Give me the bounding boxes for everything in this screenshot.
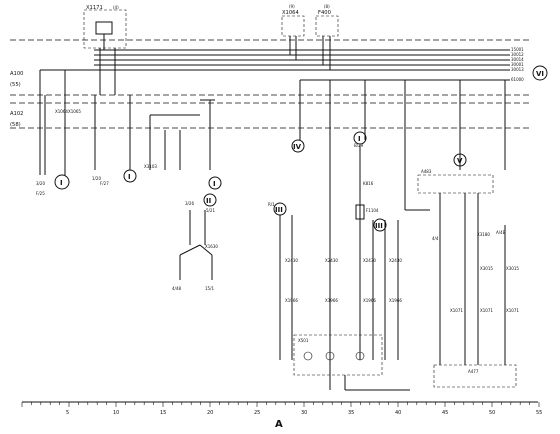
fuse-f1104 bbox=[355, 204, 365, 220]
label-x1630: X1630 bbox=[205, 244, 218, 249]
ref-11: 4/4 bbox=[432, 236, 439, 241]
ref-circle-vi bbox=[532, 65, 548, 81]
label-x501: X501 bbox=[298, 338, 309, 343]
label-r55: (55) bbox=[10, 82, 21, 88]
label-x1065: X1065 bbox=[68, 109, 81, 114]
scale-tick-label: 20 bbox=[207, 410, 213, 416]
connector-x1064 bbox=[281, 15, 305, 37]
ref-i-3: I bbox=[213, 180, 216, 188]
label-x1171-num: (4) bbox=[113, 5, 119, 10]
scale-letter: A bbox=[275, 419, 283, 430]
ref-circle-v bbox=[453, 153, 467, 167]
scale-tick-label: 40 bbox=[395, 410, 401, 416]
ref-i-1: I bbox=[60, 179, 63, 187]
ref-12: A/4B bbox=[496, 230, 506, 235]
connector-x1171 bbox=[83, 9, 127, 49]
label-k816: K816 bbox=[363, 181, 374, 186]
label-f400-num: (8) bbox=[324, 4, 330, 9]
label-x1966-c: X1966 bbox=[363, 298, 376, 303]
connector-f400 bbox=[315, 15, 339, 37]
bus-label-2: 30012 bbox=[511, 52, 524, 57]
label-a483: A483 bbox=[421, 169, 432, 174]
scale-tick-label: 10 bbox=[113, 410, 119, 416]
center-wires bbox=[279, 80, 430, 360]
label-x2430-c: X2430 bbox=[363, 258, 376, 263]
ref-circle-iv bbox=[291, 139, 305, 153]
label-x3015-a: X3015 bbox=[480, 266, 493, 271]
label-x1966-d: X1966 bbox=[389, 298, 402, 303]
relay-block-x501 bbox=[293, 334, 383, 376]
label-f400: F400 bbox=[318, 10, 331, 16]
ref-9: 3/20 bbox=[36, 181, 45, 186]
label-r58: (58) bbox=[10, 122, 21, 128]
scale-tick-label: 35 bbox=[348, 410, 354, 416]
bus-label-5: 30013 bbox=[511, 67, 524, 72]
ref-circle-i-1 bbox=[54, 174, 70, 190]
relay-coil bbox=[95, 21, 113, 35]
bus-label-6: 61000 bbox=[511, 77, 524, 82]
label-x1171: X1171 bbox=[86, 5, 103, 11]
bus-label-3: 30014 bbox=[511, 57, 524, 62]
left-branch-wires bbox=[39, 70, 215, 175]
label-x1966-b: X1966 bbox=[325, 298, 338, 303]
ref-i-2: I bbox=[128, 173, 131, 181]
x1630-branch bbox=[179, 210, 213, 280]
ref-circle-i-2 bbox=[123, 169, 137, 183]
component-a483 bbox=[417, 174, 494, 194]
scale-tick-label: 45 bbox=[442, 410, 448, 416]
label-a102: A102 bbox=[10, 111, 23, 117]
ref-circle-i-3 bbox=[208, 176, 222, 190]
right-branch-wires bbox=[439, 193, 506, 365]
ref-5: 4/48 bbox=[172, 286, 181, 291]
ref-i-4: I bbox=[358, 135, 361, 143]
ref-v: V bbox=[457, 157, 463, 165]
label-x2430-b: X2430 bbox=[325, 258, 338, 263]
component-a477 bbox=[433, 364, 517, 388]
ref-3: F/27 bbox=[100, 181, 109, 186]
scale-tick-label: 5 bbox=[66, 410, 69, 416]
label-x1064b: X1064 bbox=[55, 109, 68, 114]
label-x3103: X3103 bbox=[144, 164, 157, 169]
ref-ii: II bbox=[206, 197, 211, 205]
scale-tick-label: 15 bbox=[160, 410, 166, 416]
ref-6: 15/1 bbox=[205, 286, 214, 291]
label-x2430-a: X2430 bbox=[285, 258, 298, 263]
ref-circle-ii bbox=[203, 193, 217, 207]
bus-label-4: 30001 bbox=[511, 62, 524, 67]
label-a477: A477 bbox=[468, 369, 479, 374]
label-x1071-a: X1071 bbox=[450, 308, 463, 313]
ref-vi: VI bbox=[536, 70, 544, 78]
ref-iii-2: III bbox=[375, 222, 383, 230]
label-f1104: F1104 bbox=[366, 208, 379, 213]
power-bus: 15001 30012 30014 30001 30013 61000 bbox=[40, 47, 524, 82]
label-x1966-a: X1966 bbox=[285, 298, 298, 303]
label-a100: A100 bbox=[10, 71, 23, 77]
label-x2430-d: X2430 bbox=[389, 258, 402, 263]
scale-tick-label: 30 bbox=[301, 410, 307, 416]
ref-4: B/29 bbox=[354, 143, 364, 148]
ref-iii-1: III bbox=[275, 206, 283, 214]
scale-tick-label: 25 bbox=[254, 410, 260, 416]
ref-circle-iii-1 bbox=[273, 202, 287, 216]
label-x1071-c: X1071 bbox=[506, 308, 519, 313]
ref-1: R/1 bbox=[268, 202, 275, 207]
ref-10: 1/20 bbox=[92, 176, 101, 181]
ref-7: 3/26 bbox=[185, 201, 194, 206]
scale-bar: 5 10 15 20 25 30 35 40 45 50 55 bbox=[21, 401, 542, 416]
label-x1064: X1064 bbox=[282, 10, 299, 16]
label-x1071-b: X1071 bbox=[480, 308, 493, 313]
bus-label-1: 15001 bbox=[511, 47, 524, 52]
label-x3180: X3180 bbox=[477, 232, 490, 237]
label-x3015-b: X3015 bbox=[506, 266, 519, 271]
label-x1064-num: (9) bbox=[289, 4, 295, 9]
ref-8: 5/21 bbox=[206, 208, 215, 213]
ref-circle-iii-2 bbox=[373, 218, 387, 232]
ref-iv: IV bbox=[293, 143, 302, 151]
scale-tick-label: 55 bbox=[536, 410, 542, 416]
scale-tick-label: 50 bbox=[489, 410, 495, 416]
ref-2: F/25 bbox=[36, 191, 45, 196]
ref-circle-i-4 bbox=[353, 131, 367, 145]
